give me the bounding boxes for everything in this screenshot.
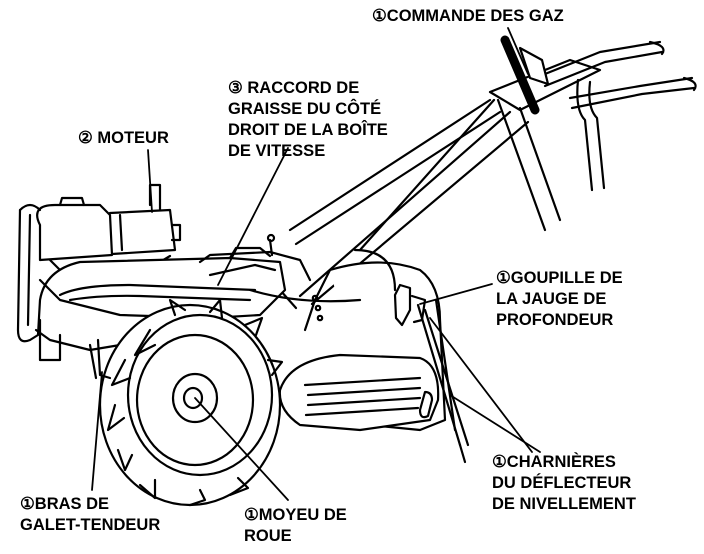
leader-idler (91, 371, 103, 491)
leader-hinges-2 (449, 394, 541, 453)
label-depth-gauge-pin: ①GOUPILLE DE LA JAUGE DE PROFONDEUR (496, 269, 623, 329)
tiller-body (16, 203, 312, 362)
leader-hinges-1 (429, 317, 533, 453)
label-engine: ② MOTEUR (78, 129, 169, 147)
handlebar (488, 35, 697, 232)
label-wheel-hub: ①MOYEU DE ROUE (244, 506, 347, 545)
tine-drum (248, 248, 397, 303)
wheel (98, 298, 284, 507)
leader-depth-pin (419, 283, 493, 305)
label-deflector-hinges: ①CHARNIÈRES DU DÉFLECTEUR DE NIVELLEMENT (492, 453, 636, 513)
idler-arm (88, 338, 112, 380)
label-grease-fitting: ③ RACCORD DE GRAISSE DU CÔTÉ DROIT DE LA… (228, 79, 388, 160)
leader-hub (194, 397, 289, 501)
leader-grease (217, 147, 289, 286)
leader-engine (147, 149, 153, 213)
deflector-plate (278, 353, 440, 432)
leader-throttle (507, 27, 529, 75)
label-idler-arm: ①BRAS DE GALET-TENDEUR (20, 495, 161, 534)
engine-illustration (36, 183, 182, 272)
label-throttle-control: ①COMMANDE DES GAZ (372, 7, 564, 25)
